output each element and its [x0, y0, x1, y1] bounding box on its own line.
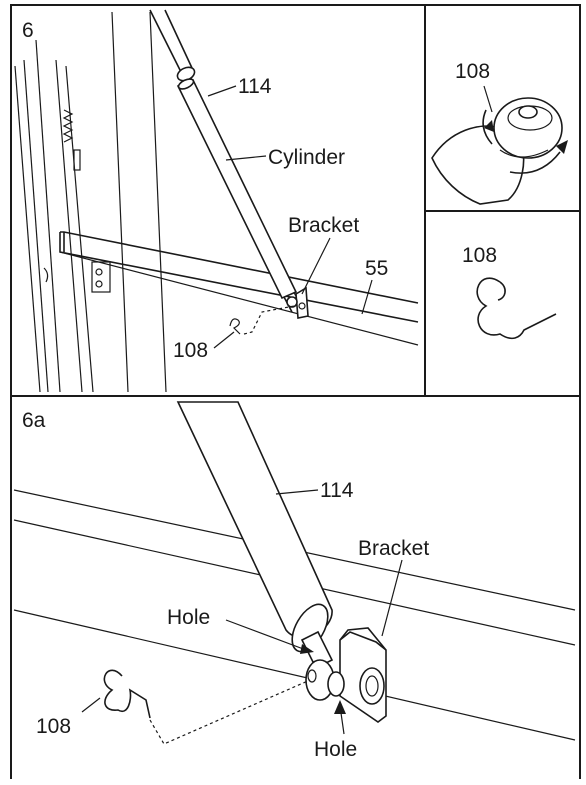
upright-frame [14, 11, 167, 393]
inset-bottom-frame [424, 210, 581, 397]
leader-114 [207, 85, 237, 97]
clip-guide-line-detail [149, 679, 311, 745]
bracket-detail [305, 627, 387, 723]
inset-ball-socket: 108 [424, 4, 581, 212]
label-114-detail: 114 [320, 479, 354, 502]
label-114: 114 [238, 75, 272, 98]
leader-114-detail [275, 489, 319, 495]
panel-step-6a: 6a 114 Bracket Hole Hole 108 [10, 395, 581, 779]
leader-cylinder [225, 155, 267, 161]
label-108-inset-top: 108 [455, 60, 490, 83]
label-108-detail: 108 [36, 715, 71, 738]
label-hole-lower: Hole [314, 738, 357, 761]
panel-6a-frame [10, 395, 581, 779]
leader-bracket-detail [381, 559, 403, 637]
label-108-main: 108 [173, 339, 208, 362]
cylinder-114-detail [176, 401, 334, 670]
leader-hole-upper [225, 619, 307, 651]
clip-108-detail-icon [103, 669, 151, 719]
arrowhead-right-icon [556, 140, 568, 154]
step-number-6a: 6a [22, 409, 46, 432]
arrow-hole-upper-icon [300, 644, 314, 654]
label-hole-upper: Hole [167, 606, 210, 629]
panel-step-6: 6 114 Cylinder Bracket 55 108 [10, 4, 426, 397]
arrow-hole-lower-icon [334, 700, 346, 714]
step-number-6: 6 [22, 19, 34, 42]
label-bracket: Bracket [288, 214, 359, 237]
frame-bar-55 [59, 231, 419, 346]
arrowhead-left-icon [484, 120, 494, 132]
leader-108-detail [81, 697, 101, 713]
clip-108-small-icon [229, 318, 241, 335]
clip-108-large-icon [476, 277, 557, 340]
rotate-arrow-right-icon [509, 151, 561, 174]
bracket [286, 286, 309, 319]
leader-108-main [213, 331, 235, 349]
inset-hairpin-clip: 108 [424, 210, 581, 397]
label-108-inset-bottom: 108 [462, 244, 497, 267]
clip-guide-line [243, 305, 295, 335]
label-55: 55 [365, 257, 388, 280]
rotate-arrow-left-icon [482, 109, 493, 145]
leader-55 [361, 279, 373, 315]
label-bracket-detail: Bracket [358, 537, 429, 560]
cylinder-114 [149, 9, 301, 313]
label-cylinder: Cylinder [268, 146, 345, 169]
panel-6-frame [10, 4, 426, 397]
leader-bracket [301, 237, 331, 295]
leader-108-inset-top [483, 85, 493, 113]
